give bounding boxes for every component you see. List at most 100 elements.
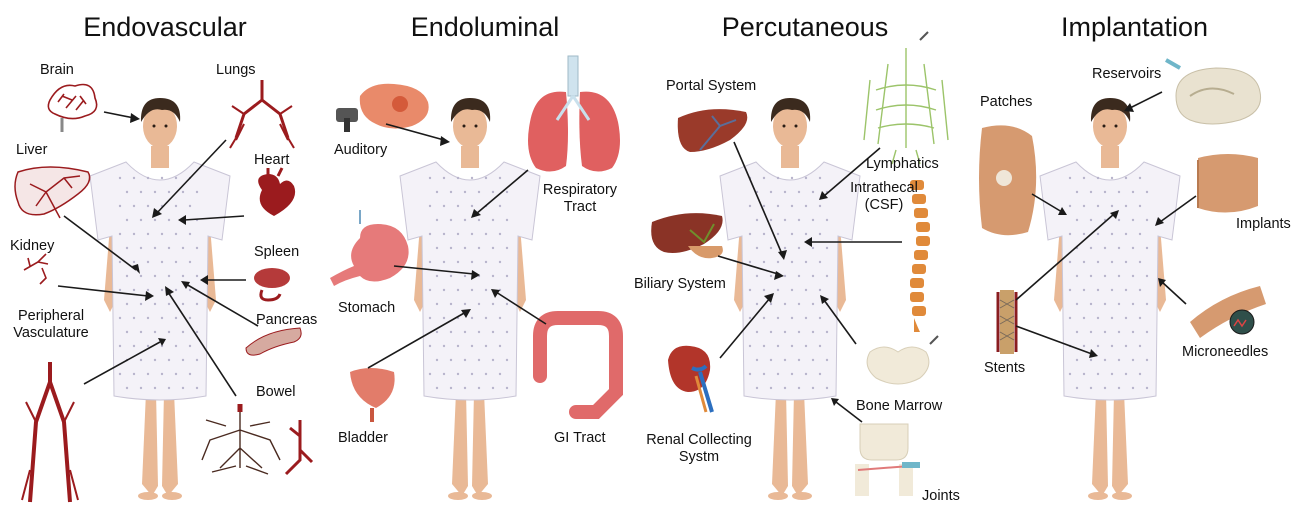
gown-dot (436, 303, 438, 305)
gown-dot (798, 359, 800, 361)
gown-dot (812, 219, 814, 221)
gown-dot (175, 205, 177, 207)
gown-dot (189, 289, 191, 291)
gown-dot (464, 303, 466, 305)
gown-dot (147, 205, 149, 207)
gown-dot (770, 303, 772, 305)
gown-dot (450, 219, 452, 221)
kidney-icon (668, 346, 712, 412)
gown-dot (805, 205, 807, 207)
knee-joint-icon (858, 424, 920, 496)
gown-dot (1104, 387, 1106, 389)
gown-dot (1097, 261, 1099, 263)
gown-dot (798, 387, 800, 389)
lymphatics-icon (864, 32, 948, 164)
gown-dot (450, 303, 452, 305)
gown-dot (1132, 331, 1134, 333)
gown-dot (798, 331, 800, 333)
gown-dot (1104, 191, 1106, 193)
right-leg (472, 392, 488, 496)
gown-dot (471, 177, 473, 179)
label-peripheral-vasculature: Peripheral Vasculature (6, 308, 96, 342)
gown-dot (429, 317, 431, 319)
gown-dot (499, 261, 501, 263)
gown-dot (1132, 219, 1134, 221)
label-intrathecal: Intrathecal (CSF) (848, 180, 920, 214)
gown-dot (798, 303, 800, 305)
gown-dot (1076, 387, 1078, 389)
pancreas-vessels-icon (246, 328, 301, 355)
gown-dot (798, 219, 800, 221)
gown-dot (777, 317, 779, 319)
gown-dot (1083, 205, 1085, 207)
label-implants: Implants (1236, 216, 1291, 233)
label-lungs: Lungs (216, 62, 256, 79)
gown-dot (126, 331, 128, 333)
gown-dot (443, 205, 445, 207)
gown-dot (189, 261, 191, 263)
gown-dot (798, 247, 800, 249)
gown-dot (1146, 219, 1148, 221)
gown-dot (140, 331, 142, 333)
gown-dot (1083, 177, 1085, 179)
gown-dot (763, 373, 765, 375)
gown-dot (492, 387, 494, 389)
label-renal-collecting-systm: Renal Collecting Systm (636, 432, 762, 466)
gown-dot (506, 331, 508, 333)
gown-dot (1069, 261, 1071, 263)
label-respiratory-tract: Respiratory Tract (530, 182, 630, 216)
gown-dot (450, 359, 452, 361)
gown-dot (161, 317, 163, 319)
gown-dot (756, 303, 758, 305)
gown-dot (443, 177, 445, 179)
gown-dot (492, 359, 494, 361)
gown-dot (770, 247, 772, 249)
label-lymphatics: Lymphatics (866, 156, 939, 173)
panel-percutaneous: Percutaneous (640, 0, 970, 518)
label-liver: Liver (16, 142, 47, 159)
gown-dot (791, 373, 793, 375)
label-reservoirs: Reservoirs (1092, 66, 1161, 83)
gown-dot (471, 289, 473, 291)
gown-dot (175, 317, 177, 319)
gown-dot (119, 317, 121, 319)
gown-dot (1118, 303, 1120, 305)
gown-dot (770, 387, 772, 389)
gown-dot (1125, 317, 1127, 319)
left-foot (768, 492, 788, 500)
gown-dot (805, 317, 807, 319)
gown-dot (450, 387, 452, 389)
gown-dot (457, 373, 459, 375)
gown-dot (471, 373, 473, 375)
gown-dot (464, 359, 466, 361)
gown-dot (506, 275, 508, 277)
gown-dot (749, 345, 751, 347)
right-eye (1115, 125, 1118, 128)
gown-dot (1097, 233, 1099, 235)
gown-dot (1083, 233, 1085, 235)
label-brain: Brain (40, 62, 74, 79)
gown-dot (443, 289, 445, 291)
gown-dot (798, 275, 800, 277)
gown-dot (429, 345, 431, 347)
gown-dot (443, 233, 445, 235)
gown-dot (429, 233, 431, 235)
gown-dot (805, 261, 807, 263)
gown-dot (763, 345, 765, 347)
gown-dot (478, 191, 480, 193)
gown-dot (140, 219, 142, 221)
gown-dot (770, 331, 772, 333)
gown-dot (126, 303, 128, 305)
gown-dot (182, 247, 184, 249)
gown-dot (506, 247, 508, 249)
gown-dot (161, 261, 163, 263)
gown-dot (147, 177, 149, 179)
right-eye (795, 125, 798, 128)
left-leg (142, 392, 158, 496)
gown-dot (1076, 191, 1078, 193)
gown-dot (471, 345, 473, 347)
gown-dot (471, 233, 473, 235)
gown-dot (763, 177, 765, 179)
gown-dot (805, 345, 807, 347)
gown-dot (436, 219, 438, 221)
